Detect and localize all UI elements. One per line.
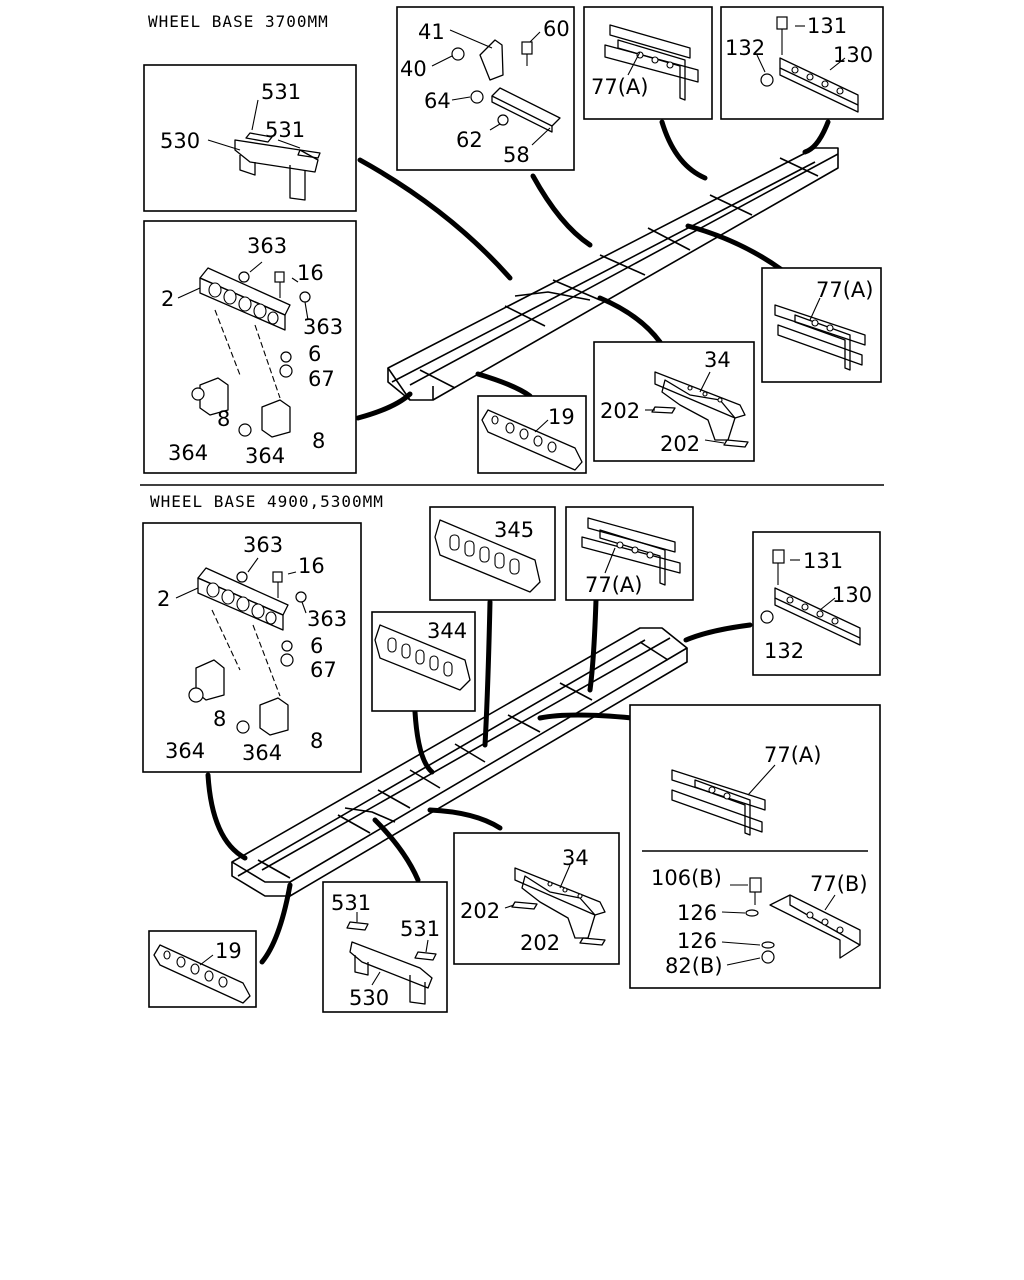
label-8a-bottom: 8 xyxy=(213,707,226,731)
label-131-bottom: 131 xyxy=(803,549,843,573)
label-345: 345 xyxy=(494,518,534,542)
label-19-top: 19 xyxy=(548,405,575,429)
box-crossmember-34-top xyxy=(593,341,755,462)
label-364a-bottom: 364 xyxy=(165,739,205,763)
crossmember-2-drawing-bottom xyxy=(175,557,307,736)
bracket-58-drawing xyxy=(431,29,561,146)
label-77b: 77(B) xyxy=(810,872,868,896)
label-6-bottom: 6 xyxy=(310,634,323,658)
bottom-leader-arcs xyxy=(205,597,753,965)
label-131-top: 131 xyxy=(807,14,847,38)
bracket-530-drawing xyxy=(207,99,321,201)
label-364a-top: 364 xyxy=(168,441,208,465)
crossmember-344-drawing xyxy=(374,624,471,691)
label-126a: 126 xyxy=(677,901,717,925)
label-34-bottom: 34 xyxy=(562,846,589,870)
label-41: 41 xyxy=(418,20,445,44)
box-bracket-58 xyxy=(396,6,575,171)
label-202b-top: 202 xyxy=(660,432,700,456)
crossmember-77a-right-drawing xyxy=(774,297,866,371)
label-67-bottom: 67 xyxy=(310,658,337,682)
label-202a-bottom: 202 xyxy=(460,899,500,923)
crossmember-19-drawing-bottom xyxy=(153,944,251,1004)
label-344: 344 xyxy=(427,619,467,643)
label-106b: 106(B) xyxy=(651,866,722,890)
label-60: 60 xyxy=(543,17,570,41)
label-364b-bottom: 364 xyxy=(242,741,282,765)
label-62: 62 xyxy=(456,128,483,152)
label-77a-right: 77(A) xyxy=(816,278,873,302)
label-531a-bottom: 531 xyxy=(331,891,371,915)
label-16-top: 16 xyxy=(297,261,324,285)
label-67-top: 67 xyxy=(308,367,335,391)
label-531-top: 531 xyxy=(261,80,301,104)
crossmember-19-drawing-top xyxy=(481,409,583,471)
label-8b-top: 8 xyxy=(312,429,325,453)
label-363a-bottom: 363 xyxy=(243,533,283,557)
crossmember-77a-drawing xyxy=(604,24,699,101)
label-130-bottom: 130 xyxy=(832,583,872,607)
label-8a-top: 8 xyxy=(217,407,230,431)
crossmember-77b-drawing xyxy=(721,877,861,966)
crossmember-34-drawing-bottom xyxy=(504,864,606,946)
label-364b-top: 364 xyxy=(245,444,285,468)
crossmember-345-drawing xyxy=(434,519,541,593)
bottom-chassis-frame xyxy=(231,627,688,897)
box-crossmember-77a-bottom xyxy=(565,506,694,601)
box-crossmember-77-group xyxy=(629,704,881,989)
label-6-top: 6 xyxy=(308,342,321,366)
label-82b: 82(B) xyxy=(665,954,723,978)
box-crossmember-19-top xyxy=(477,395,587,474)
label-77a-top: 77(A) xyxy=(591,75,648,99)
crossmember-2-drawing-top xyxy=(177,261,311,438)
label-132-top: 132 xyxy=(725,36,765,60)
label-363a-top: 363 xyxy=(247,234,287,258)
label-363b-bottom: 363 xyxy=(307,607,347,631)
label-40: 40 xyxy=(400,57,427,81)
box-crossmember-2-bottom xyxy=(142,522,362,773)
label-19-bottom: 19 xyxy=(215,939,242,963)
label-77a-bottom: 77(A) xyxy=(585,573,642,597)
label-130-top: 130 xyxy=(833,43,873,67)
label-531b-bottom: 531 xyxy=(400,917,440,941)
crossmember-77a-large-drawing xyxy=(671,764,776,836)
box-crossmember-77a-top xyxy=(583,6,713,120)
label-2-top: 2 xyxy=(161,287,174,311)
label-34-top: 34 xyxy=(704,348,731,372)
label-531-mid: 531 xyxy=(265,118,305,142)
label-77a-large: 77(A) xyxy=(764,743,821,767)
label-202a-top: 202 xyxy=(600,399,640,423)
label-64: 64 xyxy=(424,89,451,113)
box-crossmember-345 xyxy=(429,506,556,601)
crossmember-34-drawing-top xyxy=(645,371,749,448)
box-crossmember-19-bottom xyxy=(148,930,257,1008)
bracket-530-bottom-drawing xyxy=(346,912,437,1005)
label-202b-bottom: 202 xyxy=(520,931,560,955)
section-title-top: WHEEL BASE 3700MM xyxy=(148,12,329,31)
label-363b-top: 363 xyxy=(303,315,343,339)
top-leader-arcs xyxy=(355,119,831,421)
label-530: 530 xyxy=(160,129,200,153)
label-2-bottom: 2 xyxy=(157,587,170,611)
label-16-bottom: 16 xyxy=(298,554,325,578)
label-58: 58 xyxy=(503,143,530,167)
section-title-bottom: WHEEL BASE 4900,5300MM xyxy=(150,492,384,511)
crossmember-77a-bottom-drawing xyxy=(581,517,681,586)
box-bracket-530 xyxy=(143,64,357,212)
label-126b: 126 xyxy=(677,929,717,953)
crossmember-130-bottom-drawing xyxy=(760,549,861,646)
crossmember-130-drawing xyxy=(756,16,859,113)
label-530-bottom: 530 xyxy=(349,986,389,1010)
label-132-bottom: 132 xyxy=(764,639,804,663)
label-8b-bottom: 8 xyxy=(310,729,323,753)
